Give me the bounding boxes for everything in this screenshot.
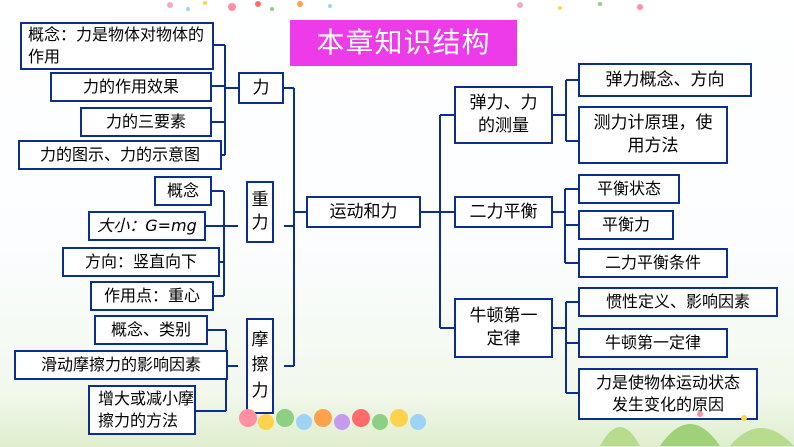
gravity-direction-box: 方向：竖直向下 [62, 247, 220, 277]
friction-node: 摩擦力 [246, 318, 274, 414]
balance-force-box: 平衡力 [578, 210, 674, 240]
force-node: 力 [238, 72, 284, 104]
page-title: 本章知识结构 [290, 20, 517, 66]
balance-condition-box: 二力平衡条件 [578, 248, 728, 278]
newton-law-box: 牛顿第一定律 [578, 328, 728, 358]
gravity-node: 重力 [246, 181, 274, 243]
force-diagram-box: 力的图示、力的示意图 [18, 140, 222, 170]
decorative-balloons [167, 1, 643, 11]
force-three-elements-box: 力的三要素 [80, 107, 212, 137]
gravity-concept-box: 概念 [154, 176, 212, 206]
gravity-center-box: 作用点：重心 [90, 281, 214, 311]
decorative-scenery [239, 409, 794, 446]
newton-node: 牛顿第一定律 [454, 298, 553, 358]
balance-state-box: 平衡状态 [578, 174, 680, 204]
dynamometer-box: 测力计原理，使用方法 [578, 106, 728, 164]
elastic-node: 弹力、力的测量 [454, 86, 553, 144]
force-cause-box: 力是使物体运动状态发生变化的原因 [578, 368, 758, 420]
elastic-concept-box: 弹力概念、方向 [578, 63, 752, 97]
center-node: 运动和力 [306, 196, 421, 228]
balance-node: 二力平衡 [454, 196, 553, 228]
force-concept-box: 概念：力是物体对物体的作用 [20, 22, 214, 70]
force-effect-box: 力的作用效果 [50, 72, 212, 102]
friction-concept-box: 概念、类别 [94, 315, 208, 345]
gravity-magnitude-box: 大小：G=mg [88, 211, 206, 241]
friction-factors-box: 滑动摩擦力的影响因素 [14, 350, 228, 380]
friction-methods-box: 增大或减小摩擦力的方法 [88, 385, 196, 435]
inertia-box: 惯性定义、影响因素 [578, 287, 778, 317]
